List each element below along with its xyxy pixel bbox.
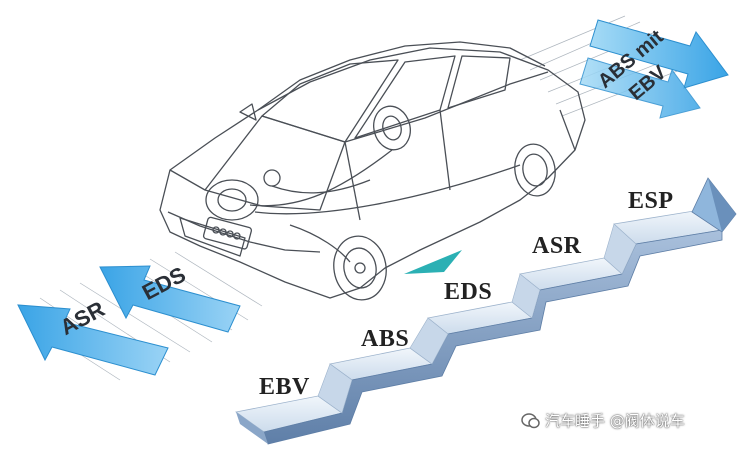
teal-triangle xyxy=(404,250,462,274)
step-label-ebv: EBV xyxy=(259,374,310,400)
right-arrow-upper xyxy=(589,19,729,89)
step-label-abs: ABS xyxy=(361,326,410,352)
watermark: 汽车睡手 @阀体说车 xyxy=(521,410,685,431)
left-arrow-outer xyxy=(17,304,169,376)
step-label-eds: EDS xyxy=(444,279,493,305)
left-arrow-inner xyxy=(99,265,241,333)
car-illustration xyxy=(159,41,586,301)
step-label-esp: ESP xyxy=(628,188,674,214)
right-arrow-lower xyxy=(579,57,701,119)
step-label-asr: ASR xyxy=(532,233,582,259)
wechat-icon xyxy=(521,412,540,428)
watermark-text: 汽车睡手 @阀体说车 xyxy=(545,412,685,430)
staircase xyxy=(235,177,737,445)
